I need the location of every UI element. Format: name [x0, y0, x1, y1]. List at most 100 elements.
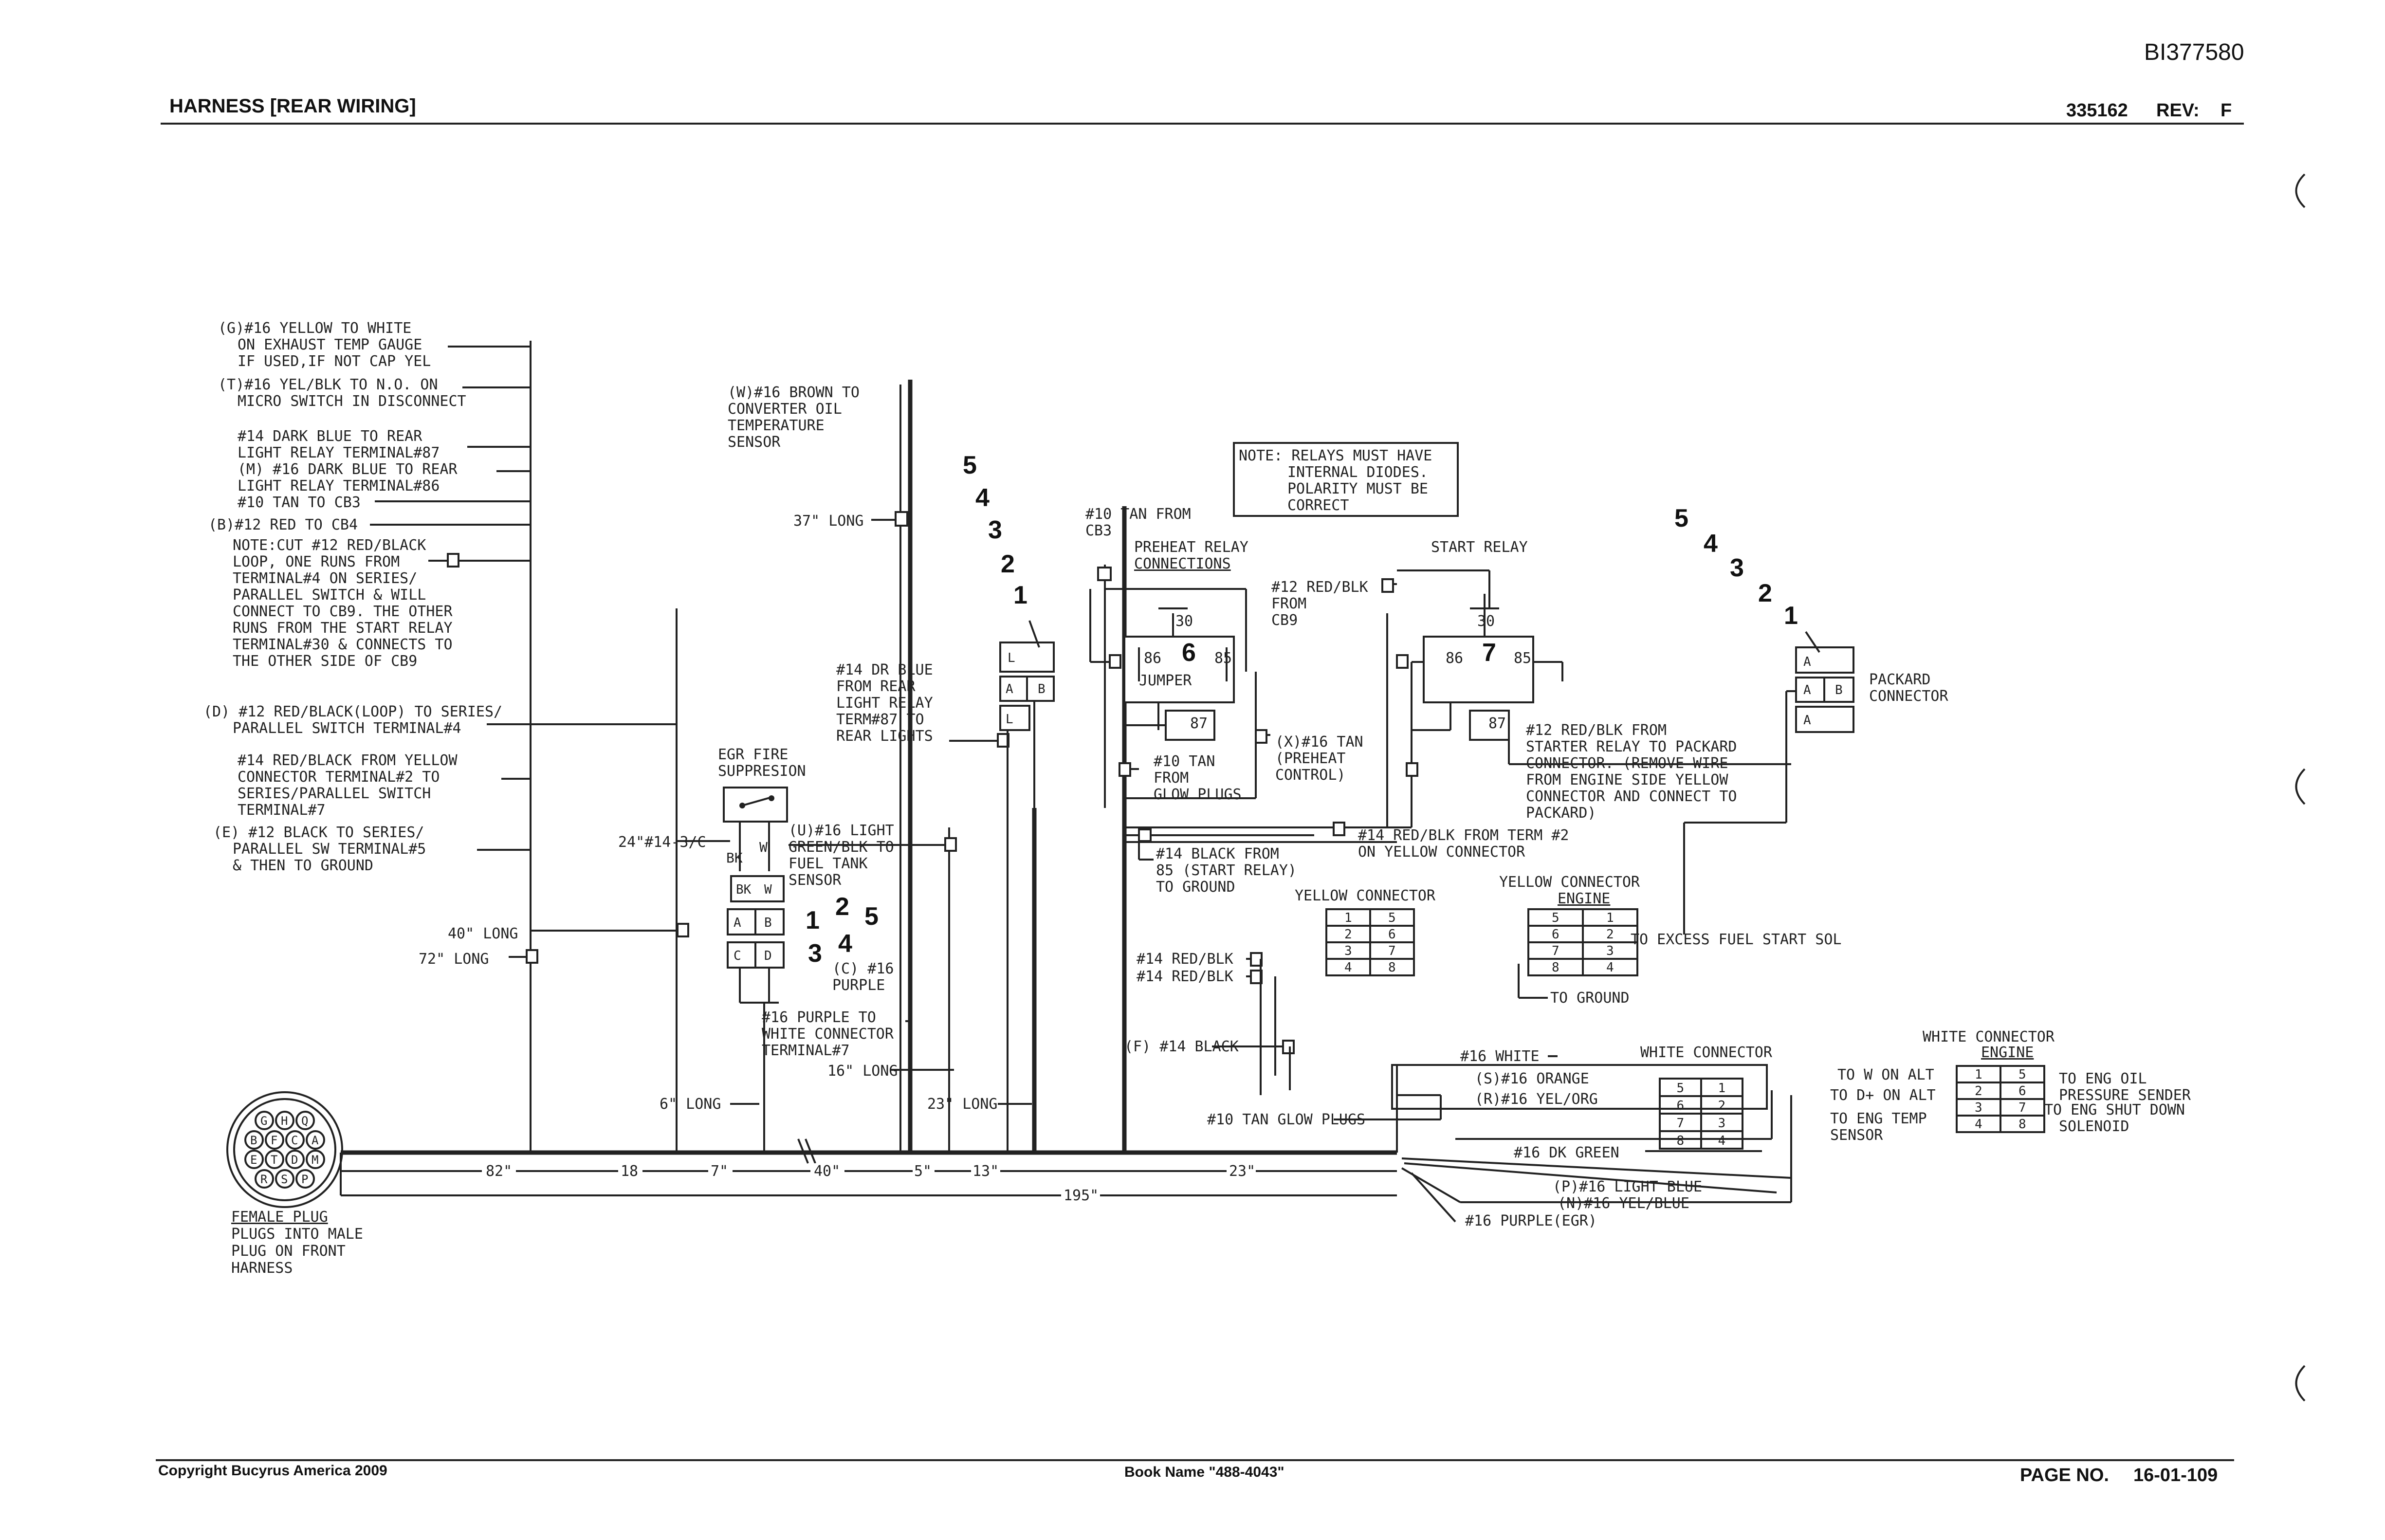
plug-pin-label: B — [250, 1134, 257, 1147]
footer-rule — [156, 1459, 2234, 1461]
pin-d: D — [764, 949, 772, 963]
terminal-86: 86 — [1144, 650, 1161, 667]
note-egr-fire: EGR FIRE — [718, 746, 789, 763]
note-redblk-cb9: CB9 — [1271, 612, 1298, 629]
note-x-tan: CONTROL) — [1275, 767, 1346, 784]
plug-pin-label: R — [260, 1173, 268, 1186]
note-egr-fire: SUPPRESION — [718, 763, 806, 780]
plug-pin-label: P — [301, 1173, 308, 1186]
plug-pin-label: H — [281, 1114, 288, 1128]
note-redblk-packard: #12 RED/BLK FROM — [1526, 722, 1667, 739]
note-dr-blue: #14 DR BLUE — [836, 661, 933, 678]
pin-l: L — [1008, 651, 1015, 665]
callout-1: 1 — [1784, 602, 1798, 630]
connector-pin-number: 1 — [1344, 911, 1352, 925]
note-cut-loop: TERMINAL#30 & CONNECTS TO — [233, 636, 453, 653]
book-name: Book Name "488-4043" — [1124, 1464, 1284, 1480]
connector-pin-number: 6 — [2018, 1084, 2026, 1099]
connector-cell — [2000, 1082, 2045, 1100]
terminal-30: 30 — [1477, 613, 1495, 630]
dimension-labels: 82" 18 7" 40" 5" 13" 23" 195" 6" LONG 23… — [482, 511, 1256, 1204]
relay-section: NOTE: RELAYS MUST HAVE INTERNAL DIODES. … — [1085, 442, 1796, 896]
copyright: Copyright Bucyrus America 2009 — [158, 1463, 387, 1479]
connector-pin-number: 4 — [1606, 960, 1614, 975]
plug-pin — [265, 1130, 284, 1150]
callout-7: 7 — [1482, 639, 1496, 667]
pin-b: B — [764, 916, 772, 930]
note-black-85: #14 BLACK FROM — [1156, 845, 1279, 862]
connector-pin-number: 7 — [2018, 1100, 2026, 1115]
callout-3: 3 — [1730, 554, 1744, 582]
note-e-black: PARALLEL SW TERMINAL#5 — [233, 841, 426, 858]
pin-c: C — [734, 949, 741, 963]
wire-label: #16 DK GREEN — [1514, 1144, 1619, 1161]
plug-pin-label: E — [250, 1153, 257, 1167]
connector-pin-number: 1 — [1975, 1067, 1982, 1082]
plug-caption: FEMALE PLUG — [231, 1209, 328, 1226]
terminal-87: 87 — [1190, 715, 1208, 732]
note-cut-loop: PARALLEL SWITCH & WILL — [233, 587, 426, 604]
note-dark-blue: LIGHT RELAY TERMINAL#87 — [238, 444, 440, 461]
note-cut-loop: RUNS FROM THE START RELAY — [233, 620, 453, 637]
connector-pin-number: 3 — [1718, 1116, 1726, 1131]
note-x-tan: (PREHEAT — [1275, 750, 1346, 767]
connector-cell — [1527, 941, 1584, 960]
note-tan-glow: GLOW PLUGS — [1154, 786, 1242, 803]
note-c-purple: PURPLE — [832, 977, 885, 994]
connector-cell — [1369, 908, 1415, 927]
connector-pin-number: 6 — [1388, 927, 1396, 942]
yellow-engine-label: YELLOW CONNECTOR — [1499, 874, 1640, 891]
dim-18: 18 — [621, 1163, 638, 1180]
note-redblk-b: #14 RED/BLK — [1137, 968, 1233, 985]
pin-l: L — [1006, 712, 1013, 727]
connector-pin-number: 8 — [1677, 1134, 1685, 1148]
packard-pin-a: A — [1803, 713, 1811, 728]
engine-note-right: TO ENG OIL — [2059, 1070, 2147, 1087]
note-redblack-yellow: CONNECTOR TERMINAL#2 TO — [238, 769, 440, 786]
note-dark-blue: LIGHT RELAY TERMINAL#86 — [238, 477, 440, 495]
length-23-long: 23" LONG — [927, 1096, 998, 1113]
to-ground-label: TO GROUND — [1550, 990, 1630, 1007]
connector-pin-number: 7 — [1552, 944, 1559, 958]
right-section: A A B A PACKARD CONNECTOR YELLOW CONNECT… — [1124, 631, 2191, 1229]
plug-pin — [295, 1169, 315, 1189]
note-redblk-packard: CONNECTOR AND CONNECT TO — [1526, 788, 1737, 805]
connector-pin-number: 8 — [2018, 1117, 2026, 1132]
note-tan-glow: #10 TAN — [1154, 753, 1215, 770]
note-dr-blue: LIGHT RELAY — [836, 695, 933, 712]
connector-pin-number: 5 — [2018, 1067, 2026, 1082]
pin-a: A — [734, 916, 741, 930]
note-u-green: (U)#16 LIGHT — [789, 822, 894, 839]
label-bk-conn: BK — [736, 882, 752, 897]
connector-pin-number: 3 — [1606, 944, 1614, 958]
plug-pin-label: T — [271, 1153, 277, 1167]
connector-pin-number: 2 — [1344, 927, 1352, 942]
connector-cell — [1700, 1095, 1743, 1115]
note-g-yellow: ON EXHAUST TEMP GAUGE — [238, 336, 422, 353]
dim-82: 82" — [486, 1163, 512, 1180]
note-redblack-yellow: TERMINAL#7 — [238, 802, 326, 819]
plug-pin-label: S — [281, 1173, 288, 1186]
connector-pin-number: 7 — [1677, 1116, 1685, 1131]
plug-pin — [306, 1150, 325, 1169]
note-d-red-loop: (D) #12 RED/BLACK(LOOP) TO SERIES/ — [203, 703, 502, 720]
note-w-brown: SENSOR — [728, 434, 781, 451]
note-cut-loop: NOTE:CUT #12 RED/BLACK — [233, 537, 426, 554]
connector-cell — [1582, 908, 1638, 927]
label-w-conn: W — [764, 882, 772, 897]
note-dark-blue: (M) #16 DARK BLUE TO REAR — [238, 461, 458, 478]
plug-pin — [244, 1130, 264, 1150]
plug-pin — [275, 1169, 294, 1189]
engine-note-right: SOLENOID — [2059, 1118, 2129, 1135]
note-tan-cb3: CB3 — [1085, 522, 1112, 539]
connector-cell — [1582, 941, 1638, 960]
engine-note-left: TO D+ ON ALT — [1830, 1087, 1936, 1104]
connector-pin-number: 5 — [1552, 911, 1559, 925]
note-purple-white: #16 PURPLE TO — [762, 1009, 876, 1026]
note-redblk-packard: FROM ENGINE SIDE YELLOW — [1526, 771, 1728, 788]
note-b-red: (B)#12 RED TO CB4 — [208, 516, 358, 533]
connector-pin-number: 2 — [1975, 1084, 1982, 1099]
